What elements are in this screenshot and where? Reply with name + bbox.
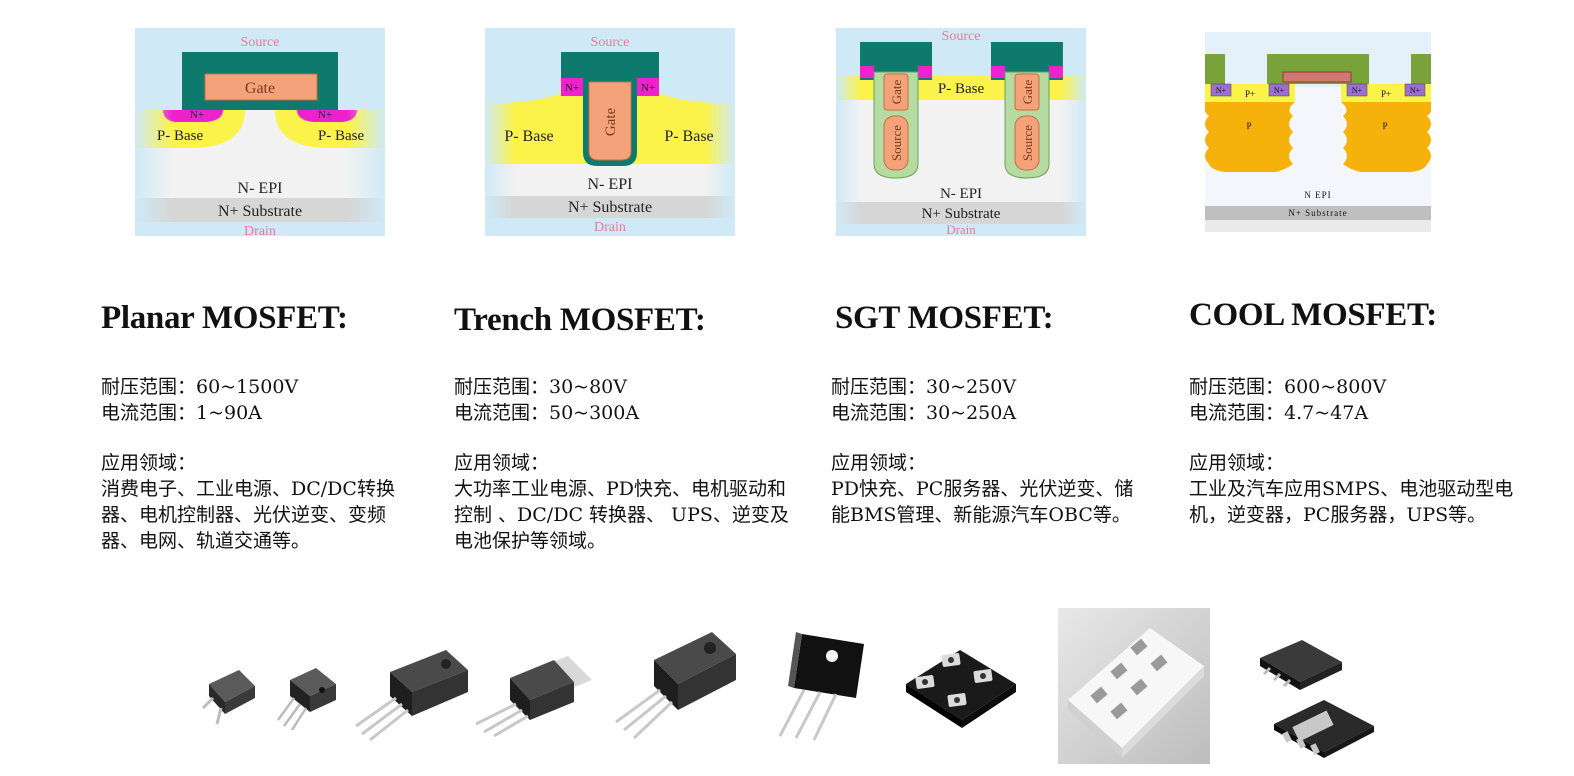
n-plus-label-left: N+: [565, 82, 579, 94]
gate-label: Gate: [603, 108, 619, 137]
column-title: SGT MOSFET:: [835, 300, 1054, 336]
drain-label: Drain: [946, 222, 976, 236]
p-label-left: P: [1246, 121, 1251, 131]
sot227-package-image: [900, 640, 1020, 728]
application-label: 应用领域：: [1189, 452, 1285, 474]
p-base-label-right: P- Base: [664, 128, 713, 145]
n-epi-label: N- EPI: [238, 180, 283, 197]
application-label: 应用领域：: [831, 452, 927, 474]
planar-mosfet-diagram: Source Gate N+ N+ P- Base P- Base N- EPI…: [135, 28, 385, 236]
column-title: COOL MOSFET:: [1189, 297, 1437, 333]
p-base-label-left: P- Base: [157, 128, 204, 144]
n-plus-label-4: N+: [1410, 86, 1421, 95]
source-label: Source: [942, 29, 981, 44]
n-epi-label: N- EPI: [940, 186, 982, 202]
n-epi-label: N EPI: [1304, 190, 1331, 200]
p-base-label-left: P- Base: [504, 128, 553, 145]
current-range: 电流范围：4.7~47A: [1189, 402, 1369, 424]
to247-front-package-image: [772, 628, 868, 742]
pdfn-package-image: [1254, 634, 1378, 760]
column-title: Planar MOSFET:: [101, 300, 348, 336]
source-label: Source: [591, 35, 630, 50]
p-plus-label-right: P+: [1381, 89, 1391, 99]
gate-label: Gate: [245, 80, 275, 97]
igbt-module-image: [1058, 608, 1210, 764]
current-range: 电流范围：50~300A: [454, 402, 640, 424]
application-label: 应用领域：: [454, 452, 550, 474]
application-text: PD快充、PC服务器、光伏逆变、储能BMS管理、新能源汽车OBC等。: [831, 478, 1134, 526]
voltage-range: 耐压范围：60~1500V: [101, 376, 299, 398]
n-plus-label-left: N+: [190, 109, 204, 121]
voltage-range: 耐压范围：30~80V: [454, 376, 627, 398]
application-block: 应用领域： 工业及汽车应用SMPS、电池驱动型电机，逆变器，PC服务器，UPS等…: [1189, 450, 1534, 528]
cool-mosfet-diagram: N+ P+ N+ N+ P+ N+ P P N EPI N+ Substrate: [1205, 32, 1431, 232]
application-block: 应用领域： PD快充、PC服务器、光伏逆变、储能BMS管理、新能源汽车OBC等。: [831, 450, 1141, 528]
spec-block: 耐压范围：600~800V 电流范围：4.7~47A: [1189, 374, 1539, 426]
current-range: 电流范围：1~90A: [101, 402, 262, 424]
application-label: 应用领域：: [101, 452, 197, 474]
drain-label: Drain: [244, 224, 276, 236]
n-plus-label-right: N+: [641, 82, 655, 94]
application-block: 应用领域： 大功率工业电源、PD快充、电机驱动和控制 、DC/DC 转换器、 U…: [454, 450, 789, 554]
current-range: 电流范围：30~250A: [831, 402, 1017, 424]
cool-column: COOL MOSFET: 耐压范围：600~800V 电流范围：4.7~47A …: [1189, 295, 1539, 528]
to220-package-image: [470, 652, 594, 738]
application-text: 工业及汽车应用SMPS、电池驱动型电机，逆变器，PC服务器，UPS等。: [1189, 478, 1514, 526]
p-label-right: P: [1382, 121, 1387, 131]
n-substrate-label: N+ Substrate: [922, 206, 1001, 222]
ipak-package-image: [270, 664, 342, 736]
n-plus-label-right: N+: [318, 109, 332, 121]
shield-source-label-right: Source: [1020, 125, 1035, 161]
trench-column: Trench MOSFET: 耐压范围：30~80V 电流范围：50~300A …: [454, 298, 804, 554]
n-substrate-label: N+ Substrate: [218, 203, 302, 220]
gate-label-left: Gate: [889, 80, 904, 105]
gate-label-right: Gate: [1020, 80, 1035, 105]
voltage-range: 耐压范围：600~800V: [1189, 376, 1387, 398]
trench-mosfet-diagram: Source N+ N+ Gate P- Base P- Base N- EPI…: [485, 28, 735, 236]
to220f-package-image: [350, 646, 472, 744]
application-text: 大功率工业电源、PD快充、电机驱动和控制 、DC/DC 转换器、 UPS、逆变及…: [454, 478, 789, 552]
source-label: Source: [241, 35, 280, 50]
n-plus-label-2: N+: [1274, 86, 1285, 95]
application-block: 应用领域： 消费电子、工业电源、DC/DC转换器、电机控制器、光伏逆变、变频器、…: [101, 450, 406, 554]
spec-block: 耐压范围：60~1500V 电流范围：1~90A: [101, 374, 451, 426]
n-substrate-label: N+ Substrate: [1288, 208, 1347, 218]
spec-block: 耐压范围：30~80V 电流范围：50~300A: [454, 374, 804, 426]
spec-block: 耐压范围：30~250V 电流范围：30~250A: [831, 374, 1181, 426]
drain-label: Drain: [594, 220, 626, 235]
p-base-label: P- Base: [938, 81, 985, 97]
sgt-column: SGT MOSFET: 耐压范围：30~250V 电流范围：30~250A 应用…: [831, 298, 1181, 528]
dpak-package-image: [195, 664, 261, 730]
n-epi-label: N- EPI: [588, 176, 633, 193]
shield-source-label-left: Source: [889, 125, 904, 161]
planar-column: Planar MOSFET: 耐压范围：60~1500V 电流范围：1~90A …: [101, 298, 451, 554]
n-plus-label-1: N+: [1216, 86, 1227, 95]
application-text: 消费电子、工业电源、DC/DC转换器、电机控制器、光伏逆变、变频器、电网、轨道交…: [101, 478, 395, 552]
voltage-range: 耐压范围：30~250V: [831, 376, 1017, 398]
n-plus-label-3: N+: [1352, 86, 1363, 95]
column-title: Trench MOSFET:: [454, 302, 706, 338]
p-base-label-right: P- Base: [318, 128, 365, 144]
sgt-mosfet-diagram: Source Gate Gate Source Source P- Base N…: [836, 28, 1086, 236]
to247-package-image: [610, 628, 738, 742]
p-plus-label-left: P+: [1245, 89, 1255, 99]
n-substrate-label: N+ Substrate: [568, 199, 652, 216]
